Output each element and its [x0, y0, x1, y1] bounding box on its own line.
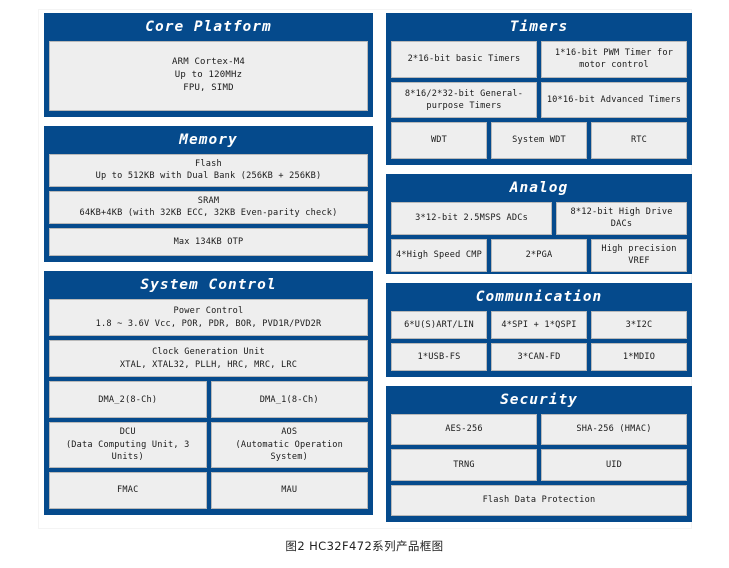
block-cell-10-16-bit-advanced-timers: 10*16-bit Advanced Timers [541, 81, 687, 119]
panel-title-security: Security [500, 392, 578, 408]
block-cell-flash: Flash Up to 512KB with Dual Bank (256KB … [49, 153, 368, 187]
panel-title-core-platform: Core Platform [145, 19, 272, 35]
block-cell-aes-256: AES-256 [391, 413, 537, 446]
block-row: ARM Cortex-M4 Up to 120MHz FPU, SIMD [49, 40, 368, 111]
block-cell-max-134kb-otp: Max 134KB OTP [49, 227, 368, 256]
block-cell-4-high-speed-cmp: 4*High Speed CMP [391, 238, 487, 272]
block-cell-system-wdt: System WDT [491, 122, 587, 159]
block-cell-2-pga: 2*PGA [491, 238, 587, 272]
block-row: Max 134KB OTP [49, 227, 368, 256]
block-row: SRAM 64KB+4KB (with 32KB ECC, 32KB Even-… [49, 190, 368, 224]
block-cell-3-i2c: 3*I2C [591, 310, 687, 339]
block-cell-6-u-s-art-lin: 6*U(S)ART/LIN [391, 310, 487, 339]
block-cell-uid: UID [541, 449, 687, 481]
block-cell-8-16-2-32-bit-general-purpose-timers: 8*16/2*32-bit General-purpose Timers [391, 81, 537, 119]
block-row: DMA_2(8-Ch)DMA_1(8-Ch) [49, 381, 368, 419]
block-cell-1-16-bit-pwm-timer-for-motor-control: 1*16-bit PWM Timer for motor control [541, 40, 687, 78]
block-row: Clock Generation Unit XTAL, XTAL32, PLLH… [49, 340, 368, 378]
block-cell-dma-2-8-ch: DMA_2(8-Ch) [49, 381, 207, 419]
figure-caption: 图2 HC32F472系列产品框图 [285, 539, 444, 553]
panel-title-communication: Communication [475, 289, 603, 305]
block-cell-sram: SRAM 64KB+4KB (with 32KB ECC, 32KB Even-… [49, 190, 368, 224]
block-cell-3-can-fd: 3*CAN-FD [491, 342, 587, 371]
block-cell-wdt: WDT [391, 122, 487, 159]
block-cell-flash-data-protection: Flash Data Protection [391, 484, 687, 517]
block-cell-arm-cortex-m4: ARM Cortex-M4 Up to 120MHz FPU, SIMD [49, 40, 368, 111]
block-cell-mau: MAU [210, 471, 368, 509]
block-row: Power Control 1.8 ~ 3.6V Vcc, POR, PDR, … [49, 298, 368, 337]
block-row: DCU (Data Computing Unit, 3 Units)AOS (A… [49, 422, 368, 468]
block-row: Flash Data Protection [391, 484, 687, 517]
block-cell-power-control: Power Control 1.8 ~ 3.6V Vcc, POR, PDR, … [49, 298, 368, 337]
block-cell-3-12-bit-2-5msps-adcs: 3*12-bit 2.5MSPS ADCs [391, 201, 553, 235]
panel-rows: Power Control 1.8 ~ 3.6V Vcc, POR, PDR, … [49, 298, 368, 509]
block-cell-dma-1-8-ch: DMA_1(8-Ch) [210, 381, 368, 419]
block-cell-1-mdio: 1*MDIO [591, 342, 687, 371]
panel-title-memory: Memory [179, 132, 238, 148]
block-cell-2-16-bit-basic-timers: 2*16-bit basic Timers [391, 40, 537, 78]
panel-rows: Flash Up to 512KB with Dual Bank (256KB … [49, 153, 368, 256]
block-cell-trng: TRNG [391, 449, 537, 481]
block-cell-8-12-bit-high-drive-dacs: 8*12-bit High Drive DACs [556, 201, 687, 235]
block-cell-clock-generation-unit: Clock Generation Unit XTAL, XTAL32, PLLH… [49, 340, 368, 378]
block-cell-1-usb-fs: 1*USB-FS [391, 342, 487, 371]
block-cell-high-precision-vref: High precision VREF [591, 238, 687, 272]
block-cell-4-spi-1-qspi: 4*SPI + 1*QSPI [491, 310, 587, 339]
panel-rows: ARM Cortex-M4 Up to 120MHz FPU, SIMD [49, 40, 368, 111]
block-cell-aos: AOS (Automatic Operation System) [210, 422, 368, 468]
panel-title-timers: Timers [509, 19, 569, 35]
panel-title-system-control: System Control [140, 277, 277, 293]
block-cell-fmac: FMAC [49, 471, 207, 509]
panel-title-analog: Analog [509, 180, 569, 196]
block-cell-sha-256-hmac: SHA-256 (HMAC) [541, 413, 687, 446]
block-cell-dcu: DCU (Data Computing Unit, 3 Units) [49, 422, 207, 468]
block-cell-rtc: RTC [591, 122, 687, 159]
block-row: Flash Up to 512KB with Dual Bank (256KB … [49, 153, 368, 187]
